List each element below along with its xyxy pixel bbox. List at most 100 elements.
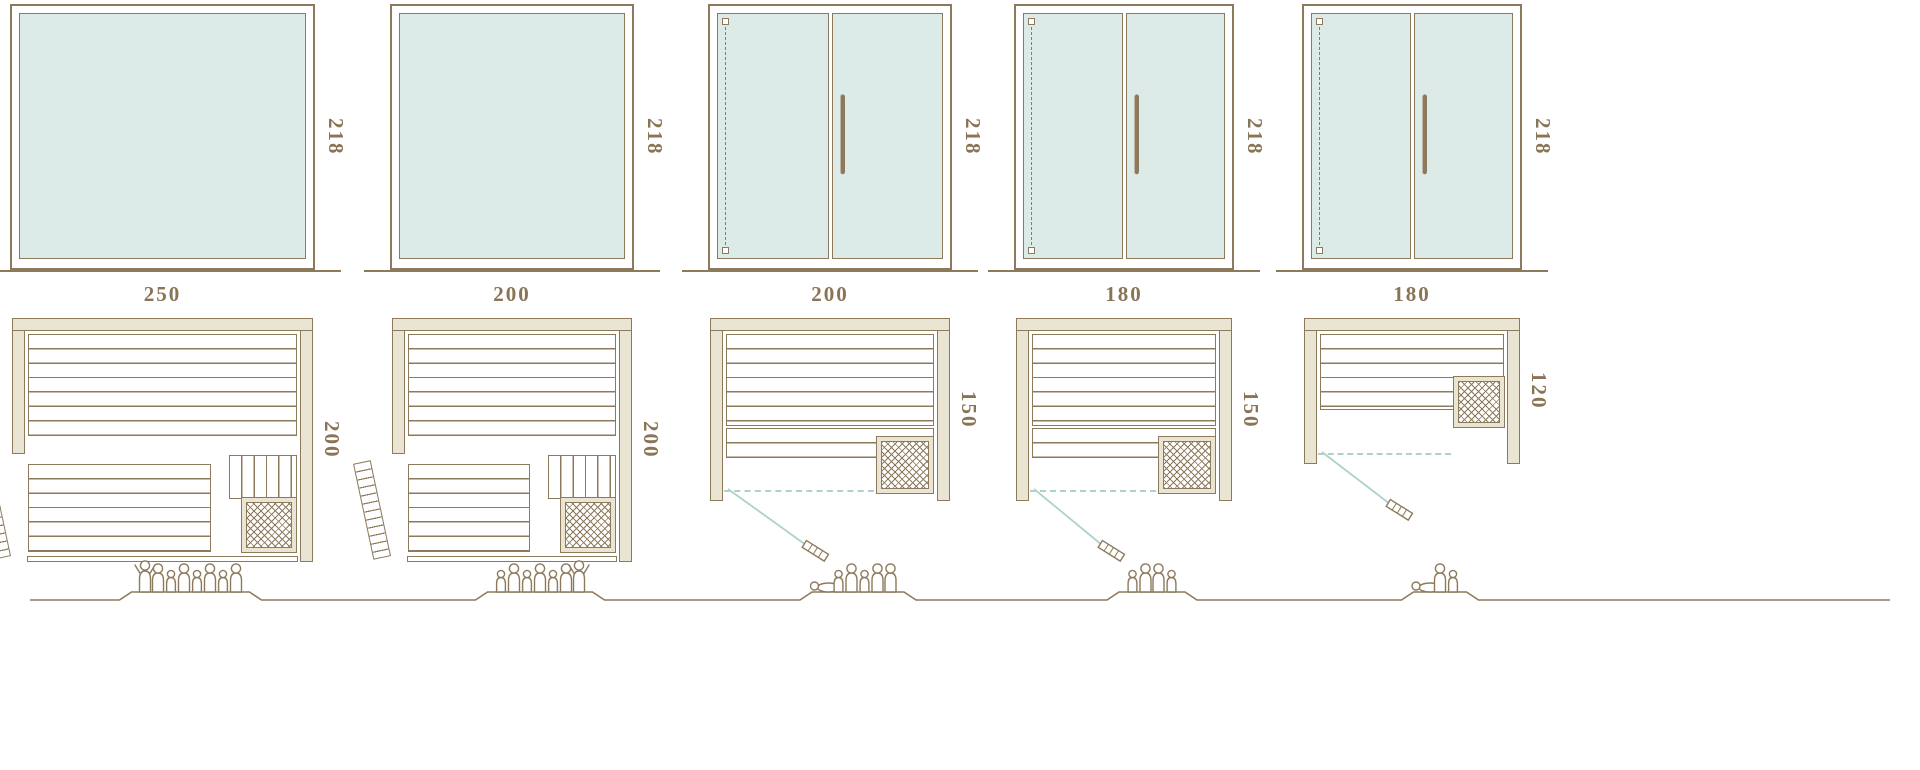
heater <box>241 497 297 553</box>
heater <box>560 497 616 553</box>
figure-adult-icon <box>871 563 884 593</box>
door-hinge-mark-top <box>1028 18 1035 25</box>
figure-child-icon <box>165 569 177 593</box>
heater-grid <box>1163 441 1211 489</box>
front-width-dimension: 200 <box>493 282 531 306</box>
door-handle <box>1133 94 1139 175</box>
capacity-group-sauna-180x120 <box>1411 563 1459 593</box>
plan-wall-right <box>619 318 632 562</box>
figure-adult-arms-up-icon <box>134 560 156 593</box>
glass-panel <box>399 13 625 259</box>
door-hinge-mark-top <box>722 18 729 25</box>
floor-baseline <box>364 270 660 272</box>
glass-panel <box>19 13 306 259</box>
front-width-dimension: 180 <box>1105 282 1143 306</box>
figure-adult-icon <box>1433 563 1447 593</box>
figure-adult-arms-up-icon <box>568 560 590 593</box>
glass-door-left <box>717 13 829 259</box>
plan-wall-top <box>710 318 950 331</box>
floor-baseline <box>0 270 341 272</box>
upper-bench <box>726 334 934 426</box>
figure-adult-icon <box>229 563 243 593</box>
plan-wall-right <box>1219 318 1232 501</box>
glass-door-pair <box>717 13 943 259</box>
floor-baseline <box>988 270 1260 272</box>
ground-line <box>30 591 1890 601</box>
plan-wall-left <box>12 318 25 454</box>
front-elevation <box>390 4 634 270</box>
door-swing-line <box>727 488 807 546</box>
glass-door-left <box>1023 13 1123 259</box>
glass-door-pair <box>1311 13 1513 259</box>
door-hinge-mark-bottom <box>1028 247 1035 254</box>
upper-bench <box>28 334 297 436</box>
door-hinge-mark-top <box>1316 18 1323 25</box>
glass-door-right <box>1125 13 1225 259</box>
figure-child-icon <box>833 569 844 593</box>
heater-grid <box>1458 381 1500 423</box>
open-door-leaf <box>0 460 11 560</box>
glass-door-right <box>831 13 943 259</box>
glass-door-left <box>1311 13 1411 259</box>
floor-baseline <box>1276 270 1548 272</box>
side-bench <box>229 455 297 499</box>
figure-adult-icon <box>151 563 165 593</box>
front-elevation <box>1302 4 1522 270</box>
plan-wall-right <box>300 318 313 562</box>
capacity-group-sauna-180x150 <box>1127 563 1177 593</box>
figure-child-icon <box>859 569 870 593</box>
figure-adult-icon <box>203 563 217 593</box>
glass-front-dashed-line <box>1030 490 1156 492</box>
figure-adult-icon <box>884 563 897 593</box>
figure-child-icon <box>1127 569 1138 593</box>
door-swing-line <box>1321 451 1391 505</box>
figure-child-icon <box>495 569 507 593</box>
floor-baseline <box>682 270 978 272</box>
figure-adult-icon <box>507 563 521 593</box>
figure-adult-icon <box>559 563 573 593</box>
front-height-dimension: 218 <box>643 118 667 156</box>
heater <box>1453 376 1505 428</box>
front-width-dimension: 180 <box>1393 282 1431 306</box>
plan-wall-top <box>392 318 632 331</box>
front-elevation <box>708 4 952 270</box>
floor-plan <box>1304 318 1520 522</box>
front-width-dimension: 200 <box>811 282 849 306</box>
plan-wall-right <box>937 318 950 501</box>
figure-child-icon <box>521 569 533 593</box>
plan-wall-left <box>710 318 723 501</box>
plan-wall-top <box>1016 318 1232 331</box>
capacity-figures-row <box>30 560 1890 601</box>
capacity-group-sauna-200x150 <box>809 563 897 593</box>
heater <box>876 436 934 494</box>
swing-door-leaf <box>1385 498 1414 522</box>
heater-grid <box>881 441 929 489</box>
capacity-group-sauna-250x200 <box>134 560 243 593</box>
figure-adult-icon <box>845 563 858 593</box>
plan-depth-dimension: 200 <box>639 421 663 459</box>
plan-wall-left <box>392 318 405 454</box>
figure-child-icon <box>1166 569 1177 593</box>
floor-plan <box>0 318 313 562</box>
plan-glass-front <box>27 556 298 562</box>
upper-bench <box>1032 334 1216 426</box>
figure-adult-icon <box>533 563 547 593</box>
glass-front-dashed-line <box>1318 453 1451 455</box>
plan-depth-dimension: 150 <box>1239 390 1263 429</box>
plan-wall-right <box>1507 318 1520 464</box>
model-sauna-200x200: 200 218 200 <box>353 0 694 770</box>
figure-adult-icon <box>1139 563 1152 593</box>
door-hinge-mark-bottom <box>1316 247 1323 254</box>
figure-child-icon <box>191 569 203 593</box>
door-handle <box>1421 94 1427 175</box>
plan-depth-dimension: 150 <box>957 390 981 429</box>
door-swing-line <box>1033 488 1103 546</box>
heater-grid <box>246 502 292 548</box>
door-hinge-line <box>1319 22 1320 250</box>
upper-bench <box>408 334 616 436</box>
plan-wall-top <box>1304 318 1520 331</box>
front-elevation <box>1014 4 1234 270</box>
front-width-dimension: 250 <box>143 282 182 306</box>
